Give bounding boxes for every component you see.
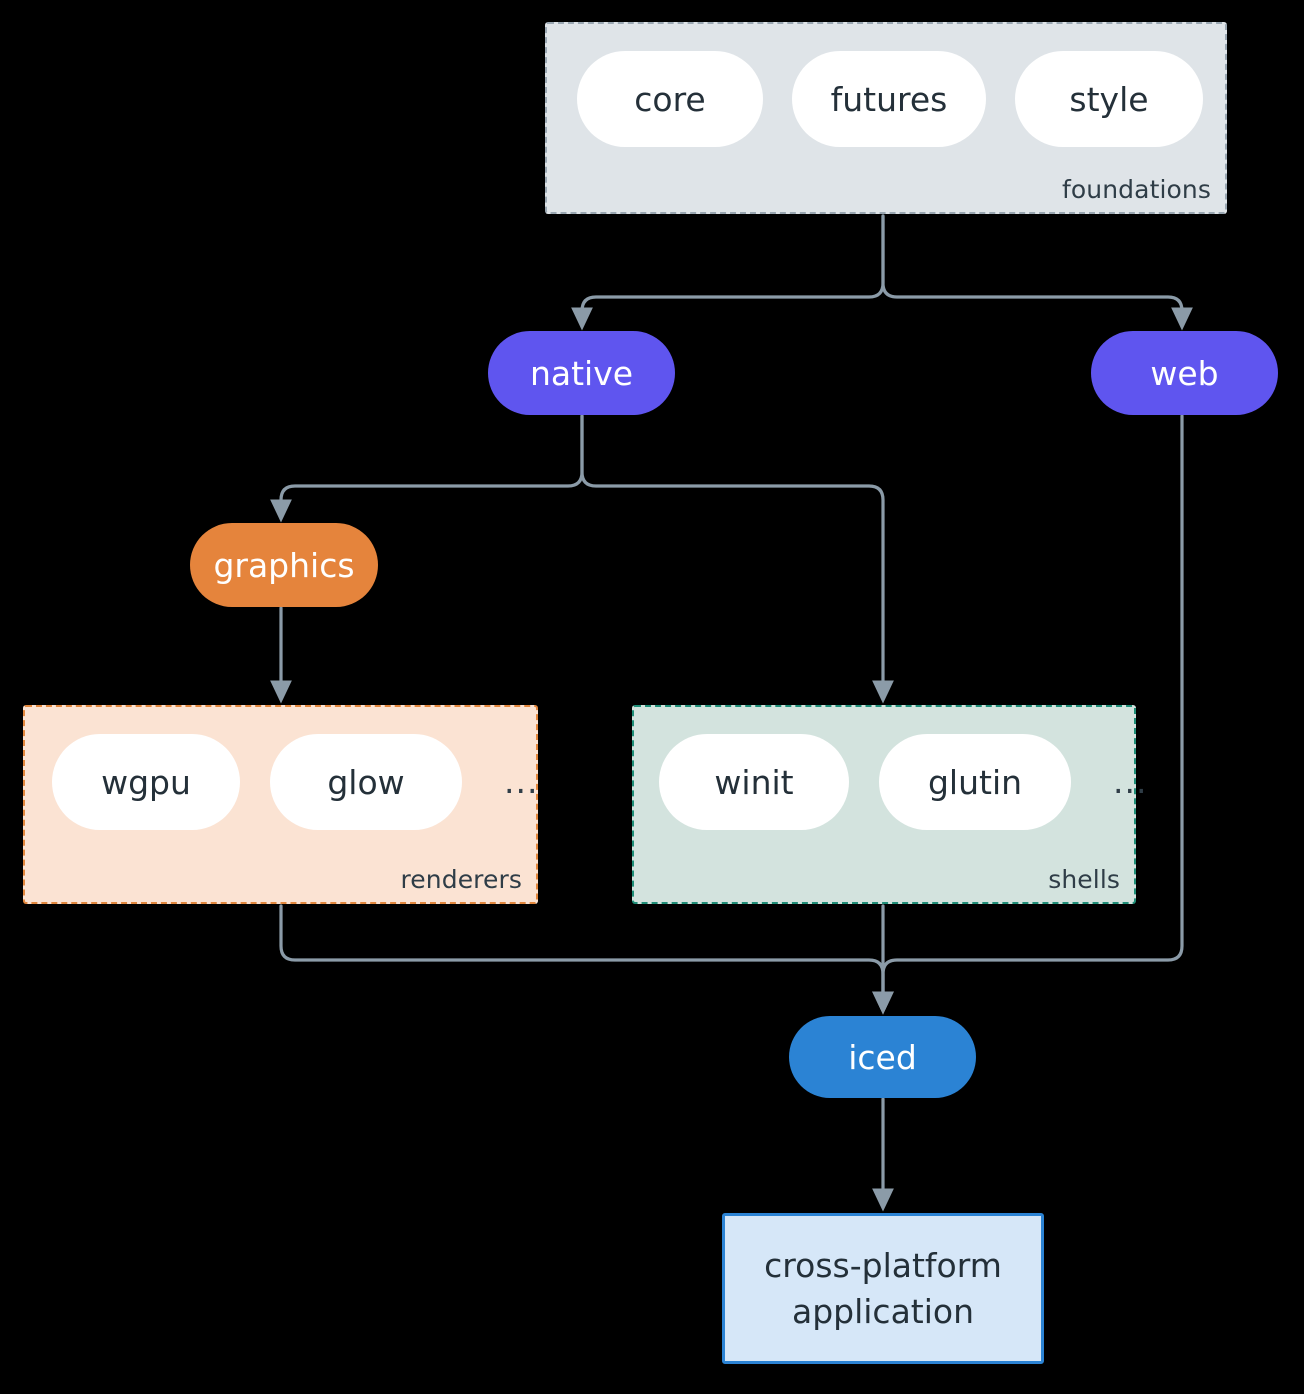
node-iced[interactable]: iced <box>789 1016 976 1098</box>
node-winit[interactable]: winit <box>659 734 849 830</box>
node-futures[interactable]: futures <box>792 51 986 147</box>
foundations-items: core futures style <box>577 51 1203 147</box>
application-line-2: application <box>791 1291 975 1331</box>
group-renderers: wgpu glow ... renderers <box>23 705 538 904</box>
node-wgpu[interactable]: wgpu <box>52 734 240 830</box>
edge-foundations-fork <box>571 214 1193 331</box>
shells-more-ellipsis: ... <box>1113 762 1148 801</box>
application-line-1: cross-platform <box>764 1245 1002 1285</box>
node-cross-platform-application[interactable]: cross-platform application <box>722 1213 1044 1364</box>
group-label-renderers: renderers <box>400 865 522 894</box>
group-label-foundations: foundations <box>1062 175 1211 204</box>
group-foundations: core futures style foundations <box>545 22 1227 214</box>
node-core[interactable]: core <box>577 51 763 147</box>
node-web[interactable]: web <box>1091 331 1278 415</box>
group-label-shells: shells <box>1048 865 1120 894</box>
node-glutin[interactable]: glutin <box>879 734 1071 830</box>
node-glow[interactable]: glow <box>270 734 462 830</box>
group-shells: winit glutin ... shells <box>632 705 1146 904</box>
node-style[interactable]: style <box>1015 51 1203 147</box>
node-native[interactable]: native <box>488 331 675 415</box>
shells-items: winit glutin ... <box>659 734 1147 830</box>
renderers-items: wgpu glow ... <box>52 734 538 830</box>
node-graphics[interactable]: graphics <box>190 523 378 607</box>
renderers-more-ellipsis: ... <box>504 762 539 801</box>
